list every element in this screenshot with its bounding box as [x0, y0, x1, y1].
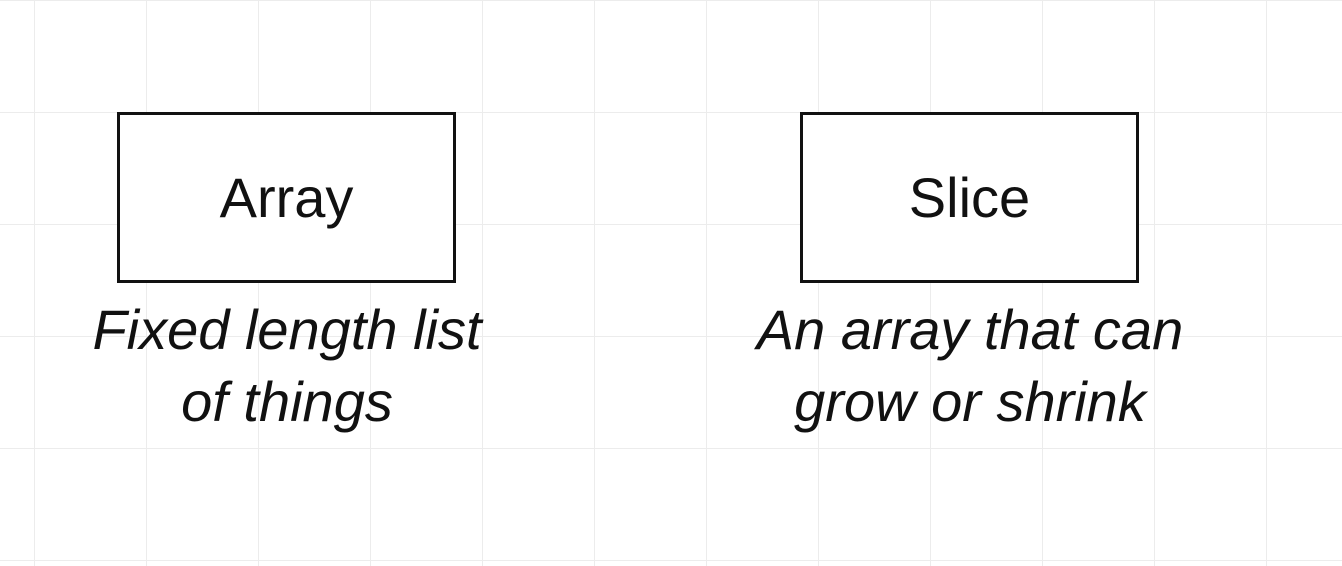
slice-node-label: Slice: [908, 165, 1031, 229]
array-caption-line-1: Fixed length list: [92, 298, 482, 361]
slice-caption-line-2: grow or shrink: [794, 370, 1146, 433]
slice-caption-line-1: An array that can: [756, 298, 1184, 361]
array-node: Array: [117, 112, 456, 283]
array-caption: Fixed length list of things: [40, 294, 534, 438]
slice-caption: An array that can grow or shrink: [710, 294, 1230, 438]
slice-node: Slice: [800, 112, 1139, 283]
array-caption-line-2: of things: [181, 370, 393, 433]
array-node-label: Array: [219, 165, 354, 229]
